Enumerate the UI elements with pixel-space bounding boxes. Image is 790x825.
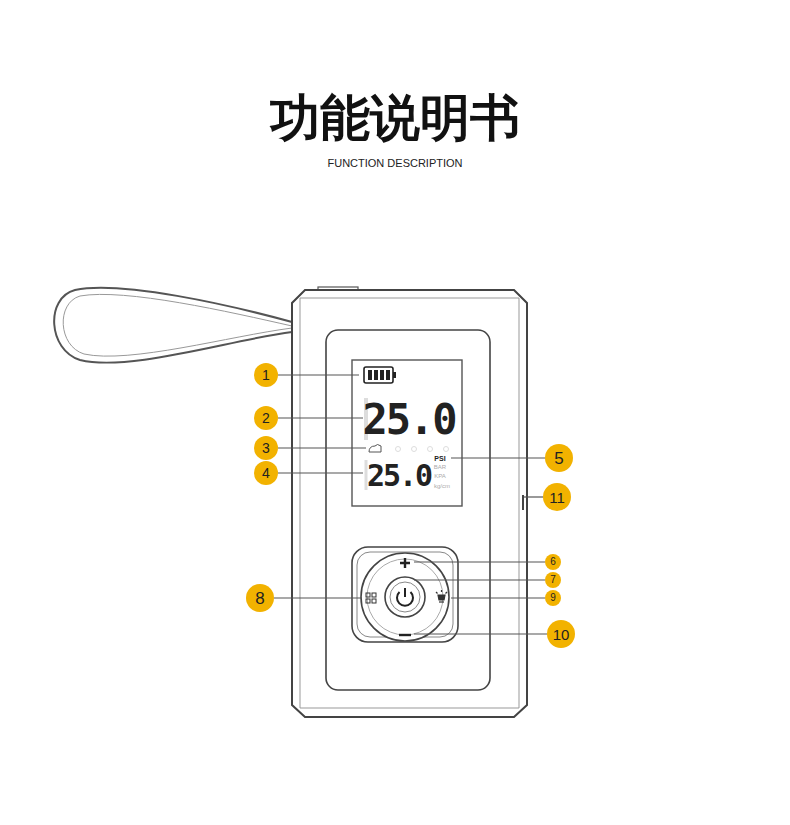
battery-tip (393, 372, 396, 378)
unit-label: kg/cm (434, 483, 450, 489)
plus-sign (400, 558, 410, 568)
mode-icon-faint (396, 447, 401, 452)
callout-number: 2 (262, 411, 270, 425)
lcd-digits: 25.0 (367, 461, 431, 491)
callout-number: 7 (550, 575, 556, 585)
battery-bar (386, 370, 390, 380)
direction-ring (361, 553, 449, 641)
mode-grid-icon (366, 593, 376, 603)
callout-number: 10 (553, 627, 570, 642)
direction-ring-inner (367, 559, 443, 635)
callout-number: 4 (262, 466, 270, 480)
leader-lines (274, 375, 547, 634)
mode-icon-faint (428, 447, 433, 452)
callout-number: 5 (554, 450, 563, 467)
front-panel (326, 330, 490, 690)
callout-number: 11 (549, 490, 565, 505)
button-pad (352, 547, 458, 642)
power-button (385, 577, 425, 617)
battery-bar (368, 370, 372, 380)
wrist-strap (54, 288, 292, 363)
unit-label: BAR (434, 464, 446, 470)
light-bulb-icon (436, 590, 447, 602)
side-button (522, 495, 524, 510)
lcd-screen (352, 360, 462, 506)
wrist-strap-inner (63, 294, 292, 356)
callout-number: 9 (550, 593, 556, 603)
device-body (292, 290, 527, 717)
subtitle: FUNCTION DESCRIPTION (327, 158, 462, 169)
body-inner-edge (300, 298, 519, 708)
battery-bar (374, 370, 378, 380)
mode-icon (369, 445, 381, 453)
callout-number: 8 (255, 590, 264, 607)
battery-bar (380, 370, 384, 380)
power-icon (404, 588, 406, 597)
unit-label: PSI (434, 455, 445, 462)
callout-circles (246, 363, 575, 648)
callout-number: 6 (550, 557, 556, 567)
callout-number: 3 (262, 441, 270, 455)
lcd-digits: 25.0 (362, 399, 455, 441)
mode-icon-faint (412, 447, 417, 452)
minus-sign (399, 634, 411, 636)
mode-icon-faint (444, 447, 449, 452)
power-button-inner (390, 582, 420, 612)
page-title: 功能说明书 (270, 93, 520, 143)
unit-label: KPA (434, 473, 446, 479)
callout-number: 1 (262, 368, 270, 382)
battery-icon (364, 367, 393, 383)
